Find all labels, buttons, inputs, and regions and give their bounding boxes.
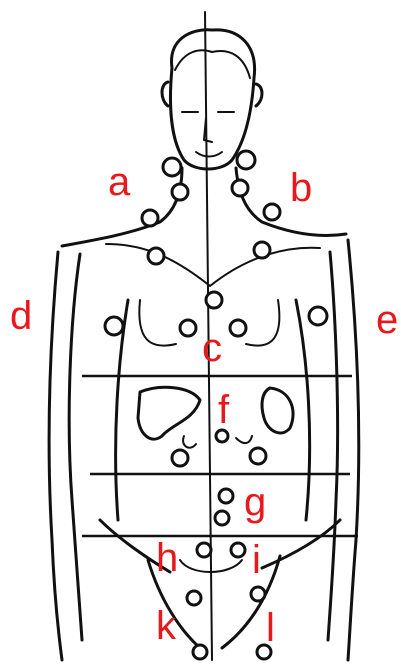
node-clavicle-right (254, 242, 270, 258)
node-axilla-left (105, 317, 123, 335)
label-c: c (202, 328, 222, 368)
label-d: d (10, 296, 32, 336)
label-h: h (156, 538, 178, 578)
node-popliteal-left (193, 645, 207, 659)
node-clavicle-left (148, 248, 164, 264)
node-chest-right (230, 320, 246, 336)
node-inguinal-left (197, 543, 211, 557)
node-neck-left-1 (163, 158, 181, 176)
node-umbilical-upper (219, 489, 233, 503)
label-a: a (108, 162, 130, 202)
label-g: g (244, 482, 266, 522)
node-femoral-left (187, 591, 201, 605)
node-inguinal-right (231, 543, 245, 557)
node-axilla-right (309, 307, 327, 325)
label-l: l (266, 608, 275, 648)
node-shoulder-right (264, 204, 280, 220)
node-neck-right-2 (232, 180, 248, 196)
head (162, 30, 262, 169)
node-umbilical-lower (215, 511, 229, 525)
node-abdomen-left (172, 450, 188, 466)
label-e: e (376, 300, 398, 340)
node-chest-left (180, 320, 196, 336)
torso-outline (49, 240, 359, 660)
pelvis (100, 520, 340, 648)
label-k: k (156, 606, 176, 646)
node-abdomen-right (250, 448, 266, 464)
node-sternum (206, 292, 222, 308)
node-neck-right-1 (237, 151, 255, 169)
node-femoral-right (251, 587, 265, 601)
node-neck-left-2 (172, 184, 188, 200)
label-f: f (218, 390, 229, 430)
label-b: b (290, 168, 312, 208)
label-i: i (252, 540, 261, 580)
node-shoulder-left (142, 210, 158, 226)
